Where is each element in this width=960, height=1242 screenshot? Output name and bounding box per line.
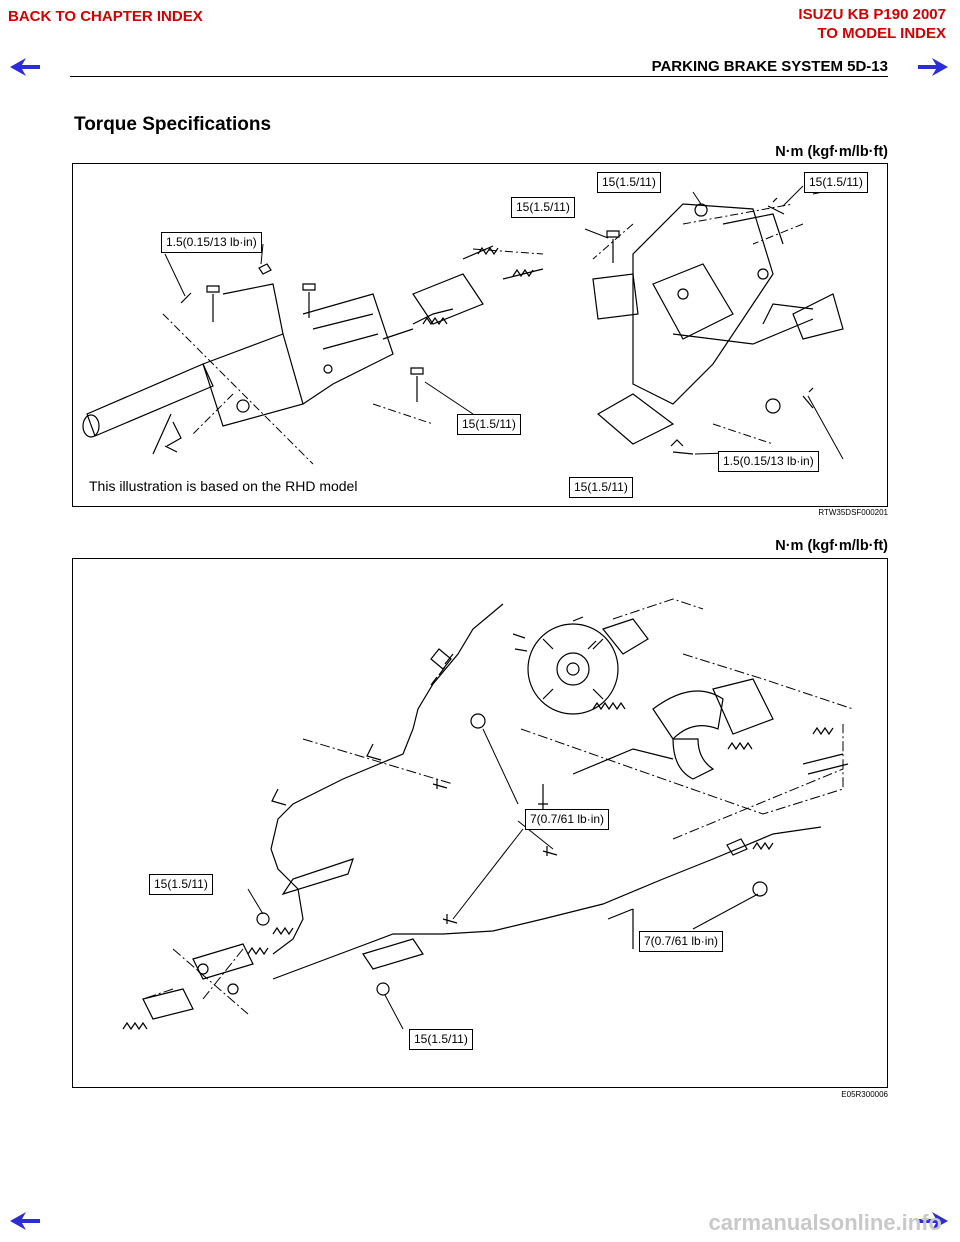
figure2-callout-bottom-nut: 15(1.5/11) <box>409 1029 473 1050</box>
figure2-unit-label: N·m (kgf·m/lb·ft) <box>775 538 888 554</box>
site-watermark: carmanualsonline.info <box>708 1210 943 1235</box>
figure1-illustration <box>82 183 864 465</box>
figure1-unit-label: N·m (kgf·m/lb·ft) <box>775 144 888 160</box>
figure1-callout-top-right-bolt: 15(1.5/11) <box>804 172 868 193</box>
figure1-callout-pedal-screw: 1.5(0.15/13 lb·in) <box>718 451 819 472</box>
figure1-callout-center-bolt: 15(1.5/11) <box>457 414 521 435</box>
header-divider <box>70 76 888 77</box>
figure2-illustration <box>122 598 854 1031</box>
figure1-note: This illustration is based on the RHD mo… <box>89 478 358 494</box>
footer-previous-page-arrow-icon[interactable] <box>8 1210 42 1232</box>
figure1-callout-bottom-bolt: 15(1.5/11) <box>569 477 633 498</box>
running-head: PARKING BRAKE SYSTEM 5D-13 <box>651 58 888 75</box>
footer-next-page-arrow-icon[interactable] <box>916 1210 950 1232</box>
figure1-callout-bracket-bolt: 15(1.5/11) <box>511 197 575 218</box>
figure2-callout-front-clip-nut: 15(1.5/11) <box>149 874 213 895</box>
figure1-callout-top-nut: 15(1.5/11) <box>597 172 661 193</box>
figure2-callout-center-bolt: 7(0.7/61 lb·in) <box>525 809 610 830</box>
figure2-callout-rear-nut: 7(0.7/61 lb·in) <box>639 931 724 952</box>
figure2-parking-brake-cable-diagram: 7(0.7/61 lb·in) 15(1.5/11) 7(0.7/61 lb·i… <box>72 558 888 1088</box>
to-model-index-link[interactable]: TO MODEL INDEX <box>817 25 946 42</box>
previous-page-arrow-icon[interactable] <box>8 56 42 78</box>
section-title: Torque Specifications <box>74 114 272 135</box>
figure2-code: E05R300006 <box>841 1090 888 1099</box>
figure1-parking-brake-lever-diagram: 1.5(0.15/13 lb·in) 15(1.5/11) 15(1.5/11)… <box>72 163 888 507</box>
next-page-arrow-icon[interactable] <box>916 56 950 78</box>
model-title-link[interactable]: ISUZU KB P190 2007 <box>798 6 946 23</box>
figure1-code: RTW35DSF000201 <box>818 508 888 517</box>
back-to-chapter-index-link[interactable]: BACK TO CHAPTER INDEX <box>8 8 203 25</box>
figure1-callout-lever-screw: 1.5(0.15/13 lb·in) <box>161 232 262 253</box>
